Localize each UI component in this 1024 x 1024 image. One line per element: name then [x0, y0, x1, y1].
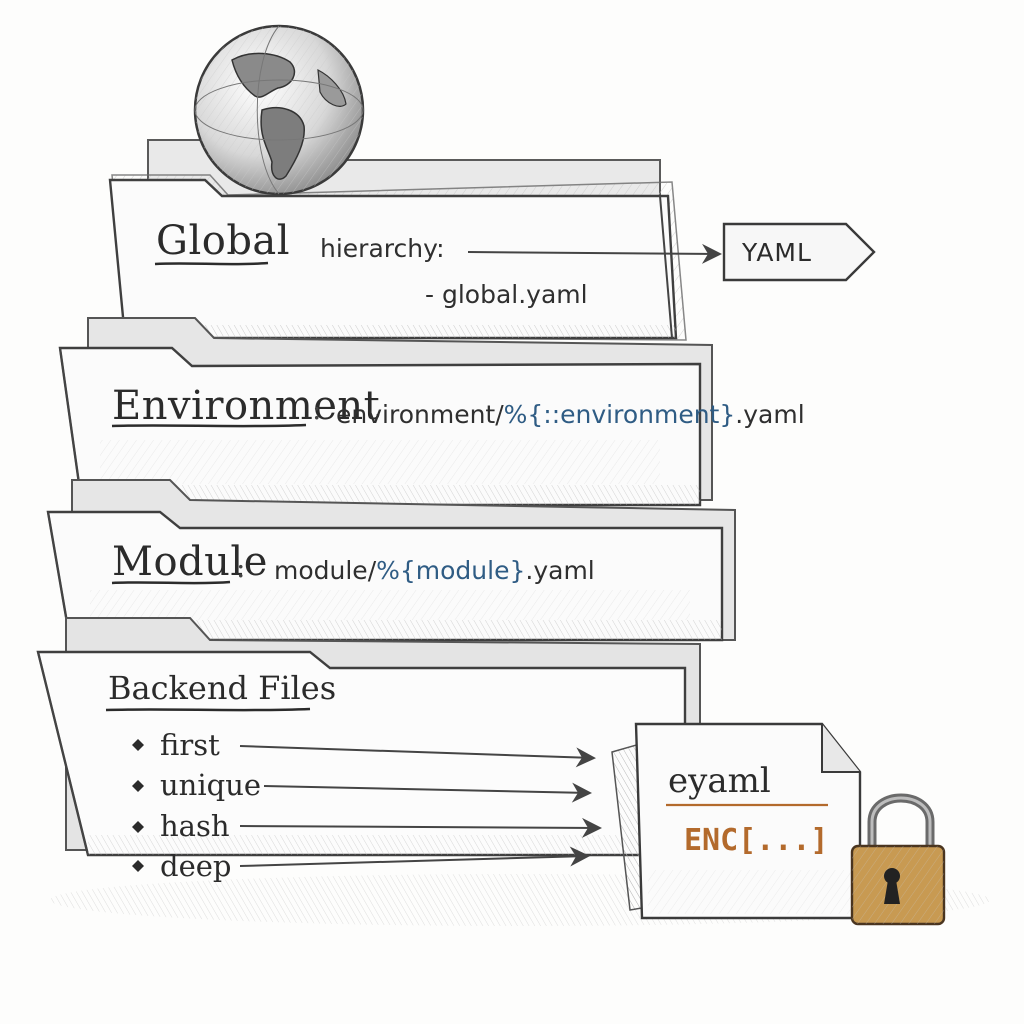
environment-path-variable: %{::environment}: [503, 400, 736, 429]
environment-path-prefix: environment/: [336, 400, 504, 429]
eyaml-file-icon: [611, 722, 862, 920]
module-path-prefix: module/: [274, 556, 377, 585]
layer-title-backend: Backend Files: [108, 669, 337, 707]
strategy-hash: hash: [160, 809, 230, 843]
module-path-variable: %{module}: [376, 556, 526, 585]
strategy-deep: deep: [160, 849, 232, 883]
eyaml-label: eyaml: [668, 761, 771, 801]
global-path: - global.yaml: [425, 280, 588, 309]
layer-title-global: Global: [156, 218, 291, 264]
module-colon: :: [236, 551, 246, 584]
padlock-icon: [850, 793, 946, 926]
hierarchy-label: hierarchy:: [320, 234, 445, 263]
strategy-unique: unique: [160, 768, 262, 802]
encrypted-content: ENC[...]: [684, 823, 829, 858]
strategy-first: first: [160, 728, 220, 762]
yaml-format-tag: YAML: [742, 238, 812, 267]
globe-icon: [193, 24, 365, 196]
environment-path-suffix: .yaml: [735, 400, 805, 429]
environment-path: environment/%{::environment}.yaml: [336, 402, 805, 427]
module-path: module/%{module}.yaml: [274, 558, 595, 583]
bullet-markers: [132, 739, 144, 872]
layer-title-environment: Environment: [112, 383, 381, 429]
module-path-suffix: .yaml: [525, 556, 595, 585]
folder-environment: [58, 317, 713, 507]
strategy-arrows: [239, 745, 602, 867]
folder-module: [46, 479, 736, 642]
environment-colon: :: [312, 393, 322, 426]
yaml-tag-shape: [722, 222, 876, 282]
folder-backend: [36, 617, 701, 857]
layer-title-module: Module: [112, 539, 268, 585]
